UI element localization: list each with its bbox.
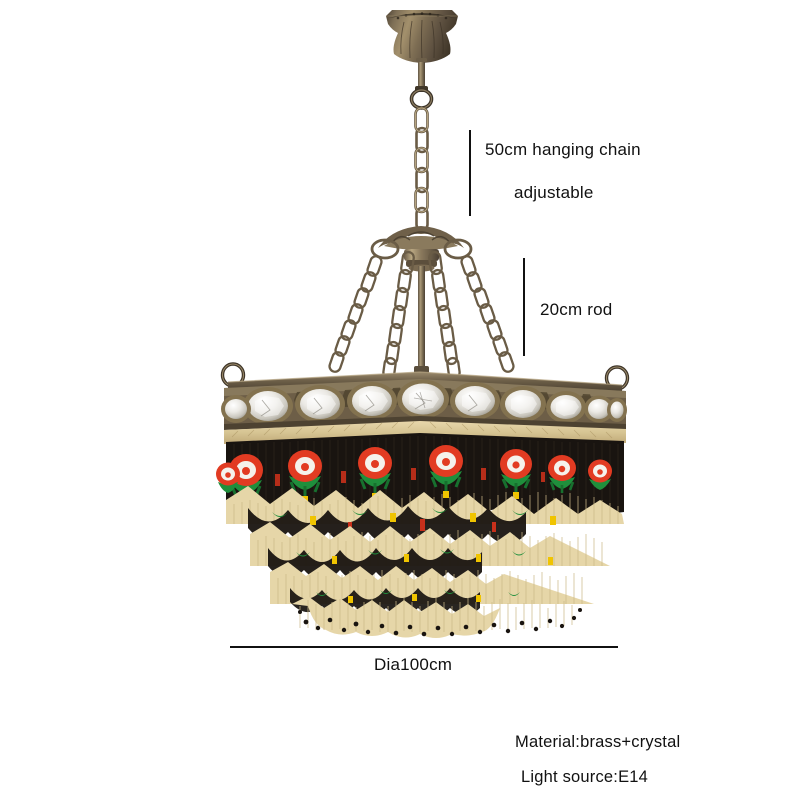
tier-4 — [290, 588, 582, 638]
chain-annotation-line1: 50cm hanging chain — [485, 140, 641, 159]
crystal-rim-band — [221, 371, 627, 430]
ceiling-canopy — [386, 10, 458, 92]
beaded-fringe — [216, 433, 624, 638]
chain-annotation-line2: adjustable — [514, 183, 594, 202]
crystal-stones — [221, 379, 627, 425]
material-spec: Material:brass+crystal — [515, 733, 681, 751]
diameter-label: Dia100cm — [374, 655, 453, 674]
light-source-spec: Light source:E14 — [521, 768, 649, 786]
center-rod — [414, 266, 429, 376]
rod-annotation: 20cm rod — [540, 300, 613, 319]
rod-leader-line — [523, 258, 525, 356]
chain-leader-line — [469, 130, 471, 216]
crown-hub — [378, 226, 464, 272]
diameter-line — [230, 646, 618, 648]
hanging-chain — [409, 88, 434, 232]
